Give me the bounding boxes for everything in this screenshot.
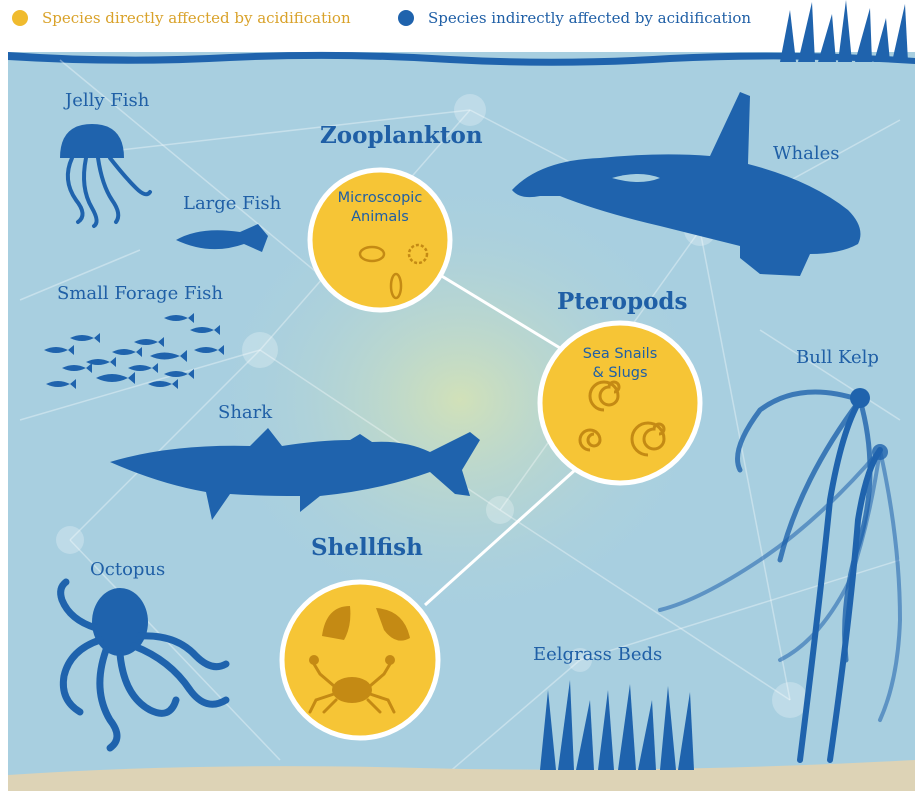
legend-indirect: Species indirectly affected by acidifica… xyxy=(398,9,751,27)
zooplankton-description: Microscopic Animals xyxy=(310,189,450,227)
pteropods-description-line-2: & Slugs xyxy=(550,364,690,383)
label-whales: Whales xyxy=(773,145,839,163)
legend-indirect-label: Species indirectly affected by acidifica… xyxy=(428,9,751,27)
label-octopus: Octopus xyxy=(90,561,165,579)
legend-direct-swatch xyxy=(12,10,28,26)
label-eelgrass-beds: Eelgrass Beds xyxy=(533,646,662,664)
legend-direct-label: Species directly affected by acidificati… xyxy=(42,9,351,27)
label-large-fish: Large Fish xyxy=(183,195,281,213)
title-shellfish: Shellfish xyxy=(311,536,423,559)
shellfish-circle xyxy=(282,582,438,738)
label-bull-kelp: Bull Kelp xyxy=(796,349,879,367)
pteropods-description: Sea Snails & Slugs xyxy=(550,345,690,383)
legend-direct: Species directly affected by acidificati… xyxy=(12,9,351,27)
pteropods-description-line-1: Sea Snails xyxy=(550,345,690,364)
label-small-forage-fish: Small Forage Fish xyxy=(57,285,223,303)
label-jelly-fish: Jelly Fish xyxy=(65,92,149,110)
title-pteropods: Pteropods xyxy=(557,290,687,313)
zooplankton-description-line-2: Animals xyxy=(310,208,450,227)
title-zooplankton: Zooplankton xyxy=(320,124,483,147)
label-shark: Shark xyxy=(218,404,272,422)
legend-indirect-swatch xyxy=(398,10,414,26)
zooplankton-description-line-1: Microscopic xyxy=(310,189,450,208)
